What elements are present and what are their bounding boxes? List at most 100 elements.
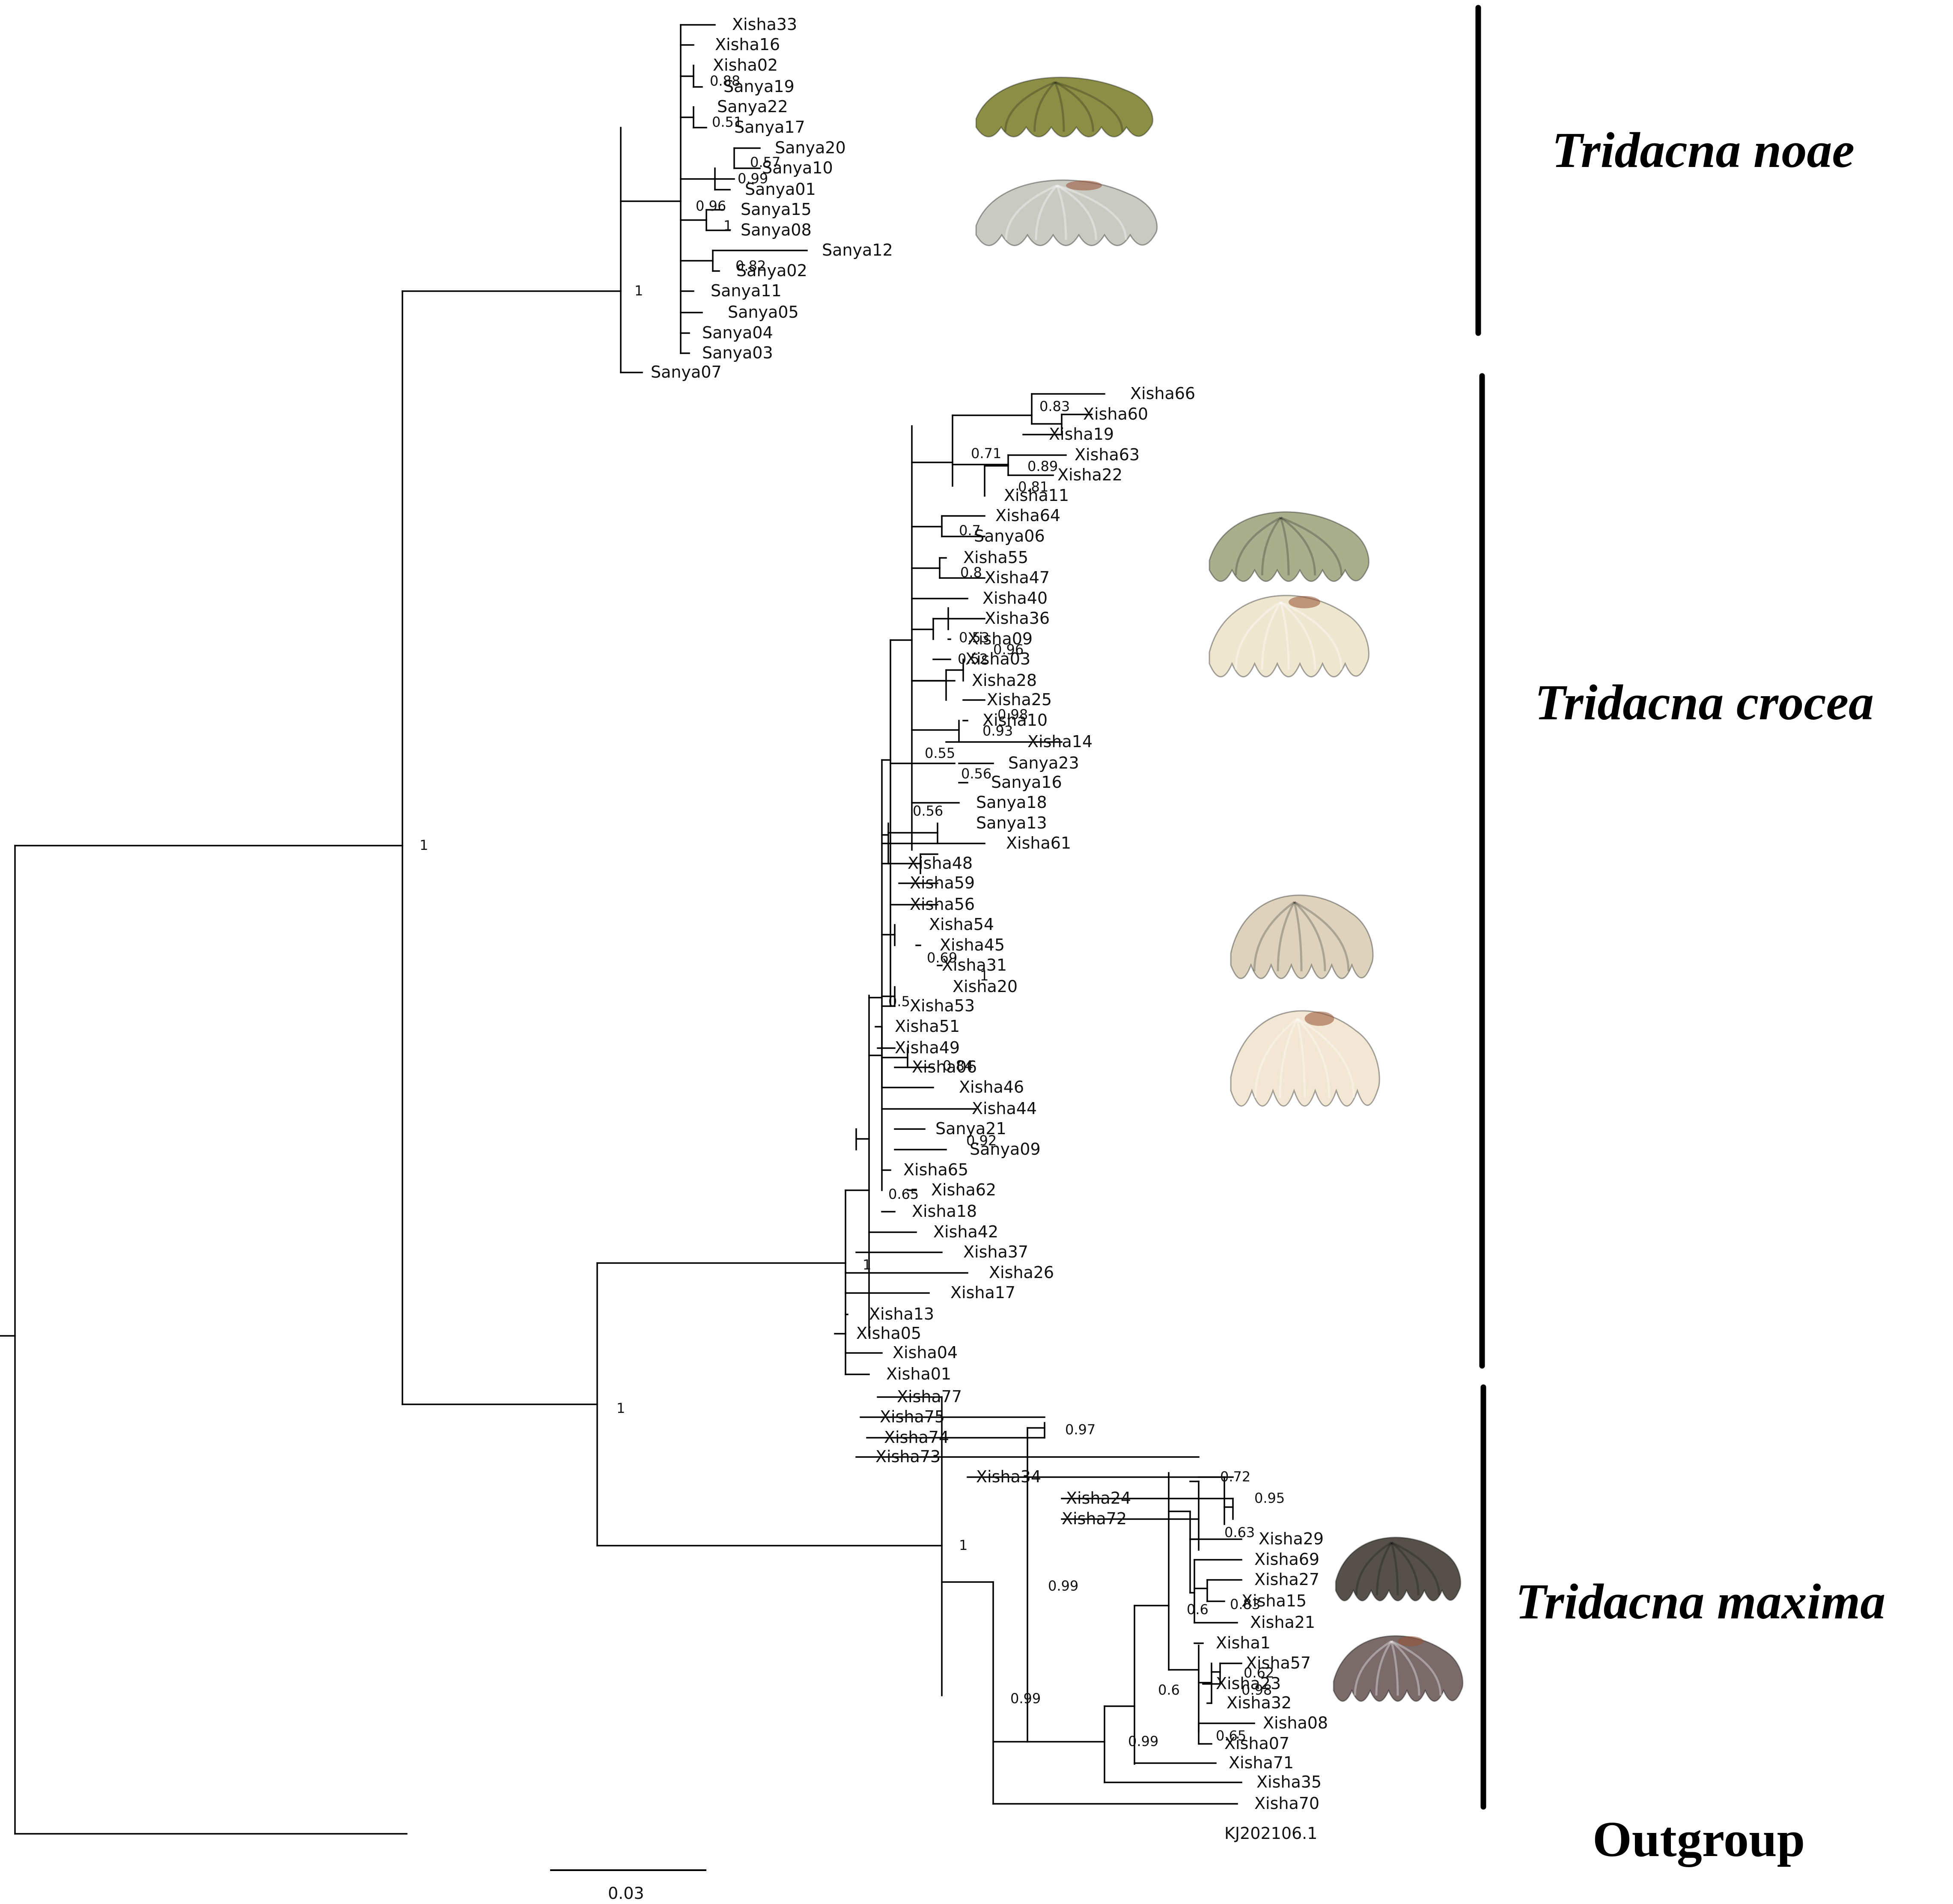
leaf-label-xisha42: Xisha42 [933,1222,998,1241]
leaf-label-xisha61: Xisha61 [1006,834,1071,852]
leaf-label-xisha25: Xisha25 [987,690,1052,709]
leaf-label-sanya06: Sanya06 [974,527,1045,545]
leaf-label-xisha59: Xisha59 [910,873,975,892]
leaf-label-xisha69: Xisha69 [1254,1550,1319,1569]
support-value: 0.71 [971,445,1001,462]
shell-photo-noae-exterior [975,77,1154,137]
leaf-label-xisha28: Xisha28 [972,671,1037,690]
leaf-label-xisha60: Xisha60 [1083,405,1148,423]
leaf-label-sanya09: Sanya09 [970,1140,1041,1159]
support-value: 0.6 [1158,1682,1180,1698]
leaf-label-xisha09: Xisha09 [968,629,1033,648]
support-value: 0.82 [735,258,766,274]
leaf-label-kj202106-1: KJ202106.1 [1224,1824,1317,1843]
support-value: 0.65 [1216,1728,1246,1744]
support-value: 0.98 [997,706,1028,723]
leaf-label-xisha14: Xisha14 [1027,732,1093,751]
leaf-label-xisha18: Xisha18 [912,1202,977,1221]
leaf-label-sanya21: Sanya21 [935,1119,1006,1138]
support-value: 1 [634,283,643,299]
leaf-label-xisha56: Xisha56 [910,895,975,914]
leaf-label-sanya02: Sanya02 [736,261,807,280]
leaf-label-xisha45: Xisha45 [940,936,1005,954]
leaf-label-sanya22: Sanya22 [717,97,788,116]
support-value: 0.72 [1220,1469,1250,1485]
leaf-label-xisha03: Xisha03 [965,650,1030,668]
leaf-label-sanya20: Sanya20 [775,138,846,157]
leaf-label-sanya10: Sanya10 [762,158,833,177]
leaf-label-xisha46: Xisha46 [959,1078,1024,1097]
leaf-label-xisha15: Xisha15 [1241,1591,1307,1610]
leaf-label-xisha53: Xisha53 [910,996,975,1015]
support-value: 0.97 [1065,1421,1096,1438]
support-value: 0.93 [982,723,1013,739]
shell-photo-crocea-interior [1230,1010,1380,1107]
support-values: 10.880.510.570.990.9610.8210.830.710.890… [420,73,1285,1749]
leaf-label-xisha48: Xisha48 [908,854,973,873]
leaf-label-sanya19: Sanya19 [723,77,795,96]
leaf-label-xisha36: Xisha36 [985,609,1050,628]
leaf-label-xisha54: Xisha54 [929,915,994,934]
leaf-label-sanya13: Sanya13 [976,813,1047,832]
support-value: 1 [616,1400,625,1416]
leaf-label-xisha21: Xisha21 [1250,1613,1315,1632]
support-value: 0.92 [966,1132,997,1149]
support-value: 0.6 [1187,1601,1209,1618]
leaf-label-xisha70: Xisha70 [1254,1794,1319,1813]
leaf-label-xisha11: Xisha11 [1004,486,1069,505]
clade-title-maxima: Tridacna maxima [1515,1573,1885,1630]
support-value: 0.5 [888,993,910,1010]
support-value: 0.57 [750,154,780,170]
tree-branches [0,24,1255,1835]
leaf-label-xisha44: Xisha44 [972,1099,1037,1118]
leaf-label-sanya11: Sanya11 [711,281,782,300]
leaf-label-xisha51: Xisha51 [895,1017,960,1036]
support-value: 1 [863,1257,871,1273]
support-value: 1 [420,837,428,853]
support-value: 0.88 [710,73,740,89]
leaf-label-xisha32: Xisha32 [1227,1693,1292,1712]
clade-title-outgroup: Outgroup [1593,1811,1805,1867]
support-value: 0.55 [925,745,955,761]
leaf-label-xisha06: Xisha06 [912,1058,977,1076]
leaf-label-xisha26: Xisha26 [989,1263,1054,1282]
support-value: 0.7 [959,522,981,539]
support-value: 0.89 [1027,458,1058,474]
leaf-label-sanya17: Sanya17 [734,118,805,137]
leaf-label-xisha65: Xisha65 [903,1160,968,1179]
shell-photo-crocea-exterior [1209,511,1369,582]
support-value: 0.56 [913,803,943,819]
support-value: 0.62 [1244,1665,1274,1681]
support-value: 0.81 [1018,479,1048,495]
support-value: 1 [980,968,988,984]
shell-photo-maxima-exterior [1335,1537,1462,1602]
shell-photo-maxima-interior [1333,1635,1464,1702]
shell-photos [975,77,1464,1702]
leaf-label-xisha17: Xisha17 [950,1283,1015,1302]
leaf-label-xisha10: Xisha10 [982,711,1048,730]
leaf-label-xisha62: Xisha62 [931,1180,996,1199]
scale-bar-label: 0.03 [608,1884,644,1903]
leaf-label-xisha13: Xisha13 [869,1305,934,1323]
support-value: 0.63 [1224,1524,1255,1540]
leaf-label-xisha20: Xisha20 [953,977,1018,996]
leaf-label-xisha05: Xisha05 [856,1324,921,1343]
leaf-label-xisha72: Xisha72 [1062,1509,1127,1528]
leaf-label-xisha02: Xisha02 [713,56,778,74]
leaf-label-xisha33: Xisha33 [732,15,797,34]
support-value: 0.8 [960,564,982,581]
support-value: 0.99 [1048,1578,1078,1594]
support-value: 0.96 [696,198,726,214]
leaf-label-sanya01: Sanya01 [745,180,816,199]
shell-photo-crocea-interior [1209,595,1369,677]
leaf-label-xisha07: Xisha07 [1224,1734,1289,1753]
support-value: 0.53 [959,629,989,646]
shell-photo-crocea-exterior [1230,894,1374,979]
leaf-label-sanya07: Sanya07 [651,363,722,381]
leaf-label-sanya12: Sanya12 [822,241,893,259]
support-value: 0.96 [993,641,1024,658]
support-value: 1 [723,218,732,234]
leaf-label-xisha16: Xisha16 [715,35,780,54]
support-value: 0.99 [1128,1733,1158,1749]
